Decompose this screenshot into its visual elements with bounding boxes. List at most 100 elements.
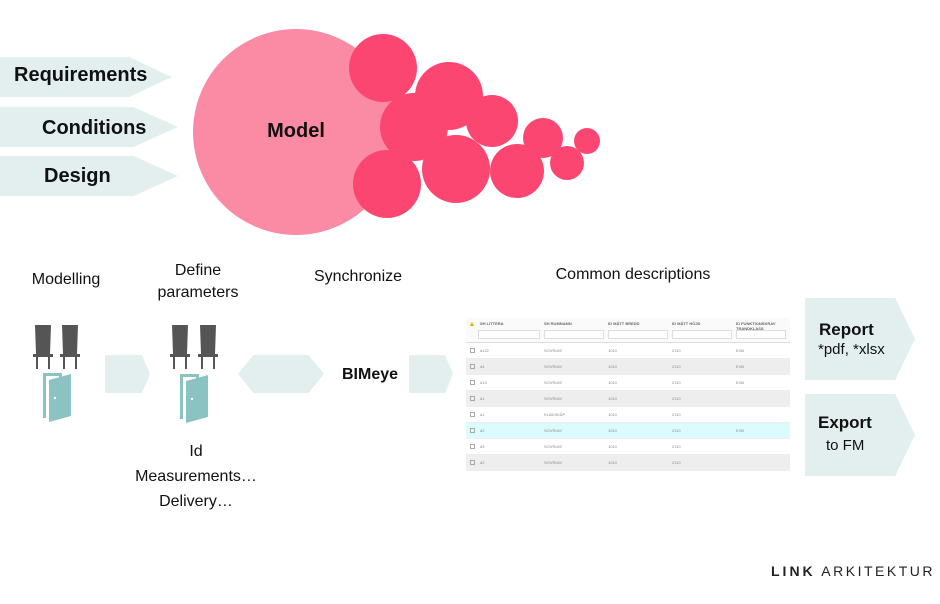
table-cell: SOVRUM — [544, 428, 562, 433]
table-cell: 2110 — [672, 396, 681, 401]
define-icons — [170, 325, 218, 423]
row-checkbox[interactable] — [466, 443, 478, 450]
bimeye-label: BIMeye — [341, 366, 399, 383]
table-cell: 1010 — [608, 396, 617, 401]
define-detail-id: Id — [189, 443, 203, 460]
bubble — [550, 146, 584, 180]
row-checkbox[interactable] — [466, 347, 478, 354]
table-cell: 1010 — [608, 364, 617, 369]
chair-icon — [33, 325, 53, 369]
model-label: Model — [267, 120, 325, 142]
report-subtitle: *pdf, *xlsx — [818, 341, 885, 358]
table-cell: 1010 — [608, 428, 617, 433]
table-header: ▲ SH LITTERA SH RUMNAMN ID MÅTT BREDD ID… — [466, 318, 790, 343]
table-cell: 1010 — [608, 380, 617, 385]
arrow-modelling-to-define — [105, 355, 150, 393]
bubble — [574, 128, 600, 154]
define-detail-measurements: Measurements… — [135, 468, 257, 485]
bubble — [466, 95, 518, 147]
column-filter-input[interactable] — [608, 330, 668, 339]
column-filter-input[interactable] — [478, 330, 540, 339]
table-cell: KLÄDSKÅP — [544, 412, 566, 417]
column-filter-input[interactable] — [544, 330, 604, 339]
table-cell: 2110 — [672, 460, 681, 465]
bubble — [490, 144, 544, 198]
table-cell: EI40 — [736, 364, 745, 369]
column-header: ID FUNKTIONSKRAV TRANDKLASS — [736, 318, 790, 342]
report-title: Report — [819, 320, 874, 339]
column-filter-input[interactable] — [736, 330, 786, 339]
step-label-define-line1: Define — [174, 262, 222, 279]
table-cell: SOVRUM — [544, 396, 562, 401]
warning-icon: ▲ — [468, 321, 476, 328]
table-cell: d1 — [480, 396, 485, 401]
row-checkbox[interactable] — [466, 395, 478, 402]
table-row[interactable]: d4 SOVRUM 1010 2110 EI40 — [466, 359, 790, 375]
bubble — [380, 93, 448, 161]
export-subtitle: to FM — [826, 437, 865, 454]
table-cell: 1010 — [608, 412, 617, 417]
table-cell: SOVRUM — [544, 460, 562, 465]
step-label-synchronize: Synchronize — [313, 268, 403, 285]
input-label-conditions: Conditions — [42, 117, 147, 139]
bubble — [422, 135, 490, 203]
row-checkbox[interactable] — [466, 427, 478, 434]
table-cell: 2110 — [672, 380, 681, 385]
input-chevron-conditions — [0, 107, 178, 147]
input-chevron-requirements — [0, 57, 172, 97]
table-cell: SOVRUM — [544, 444, 562, 449]
column-filter-input[interactable] — [672, 330, 732, 339]
table-cell: 2110 — [672, 444, 681, 449]
define-detail-delivery: Delivery… — [159, 493, 233, 510]
bubble — [349, 34, 417, 102]
step-label-common-descriptions: Common descriptions — [555, 266, 711, 283]
input-chevron-design — [0, 156, 178, 196]
row-checkbox[interactable] — [466, 459, 478, 466]
table-cell: SOVRUM — [544, 364, 562, 369]
row-checkbox[interactable] — [466, 379, 478, 386]
row-checkbox[interactable] — [466, 411, 478, 418]
door-icon — [43, 373, 71, 422]
chair-icon — [60, 325, 80, 369]
arrow-bimeye-to-table — [409, 355, 453, 393]
common-descriptions-table: ▲ SH LITTERA SH RUMNAMN ID MÅTT BREDD ID… — [466, 318, 790, 471]
table-row[interactable]: d1 SOVRUM 1010 2110 — [466, 391, 790, 407]
table-cell: d13 — [480, 380, 487, 385]
column-header: ID MÅTT BREDD — [608, 318, 672, 342]
table-cell: SOVRUM — [544, 380, 562, 385]
input-label-design: Design — [44, 165, 111, 187]
table-cell: d4 — [480, 364, 485, 369]
modelling-icons — [33, 325, 80, 422]
output-chevron-export — [805, 394, 915, 476]
table-cell: d122 — [480, 348, 489, 353]
table-cell: EI30 — [736, 380, 745, 385]
table-cell: EI30 — [736, 348, 745, 353]
table-cell: 2110 — [672, 348, 681, 353]
table-row[interactable]: d2 SOVRUM 1010 2110 EI30 — [466, 423, 790, 439]
column-header: SH RUMNAMN — [544, 318, 608, 342]
table-cell: 1010 — [608, 444, 617, 449]
input-label-requirements: Requirements — [14, 64, 148, 86]
bubble — [523, 118, 563, 158]
column-header: SH LITTERA — [478, 318, 544, 342]
table-cell: d3 — [480, 444, 485, 449]
table-cell: 2110 — [672, 412, 681, 417]
table-cell: 2110 — [672, 364, 681, 369]
column-header: ID MÅTT HÖJD — [672, 318, 736, 342]
step-label-modelling: Modelling — [31, 271, 101, 288]
door-icon — [180, 374, 208, 423]
row-checkbox[interactable] — [466, 363, 478, 370]
model-circle — [193, 29, 399, 235]
table-cell: EI30 — [736, 428, 745, 433]
table-cell: d2 — [480, 428, 485, 433]
table-row[interactable]: d3 SOVRUM 1010 2110 — [466, 439, 790, 455]
link-arkitektur-logo: LINK ARKITEKTUR — [771, 563, 935, 579]
table-cell: 2110 — [672, 428, 681, 433]
table-cell: SOVRUM — [544, 348, 562, 353]
table-row[interactable]: d13 SOVRUM 1010 2110 EI30 — [466, 375, 790, 391]
